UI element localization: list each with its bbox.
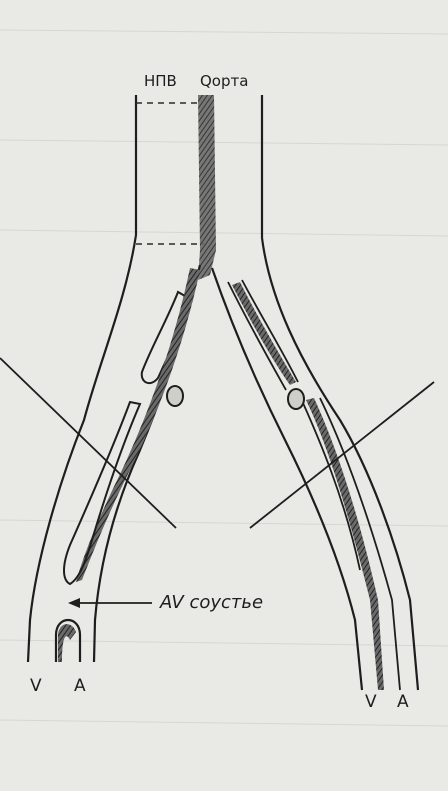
left-artery-shade <box>76 268 200 582</box>
paper-texture <box>0 30 448 726</box>
aorta-shade <box>198 95 216 280</box>
aorta-label: Qорта <box>200 72 248 90</box>
left-vein-label: V <box>30 676 42 696</box>
right-artery-label: A <box>397 692 409 712</box>
left-outer-contour <box>28 235 136 662</box>
av-fistula-arrow <box>68 598 152 608</box>
right-vein-label: V <box>365 692 377 712</box>
left-artery-branch <box>64 402 140 584</box>
pointer-lines <box>0 358 434 528</box>
right-artery-shade <box>232 282 296 385</box>
ivc-label: НПВ <box>144 72 177 90</box>
right-lower-shade <box>306 398 384 690</box>
left-oval-marker <box>167 386 183 406</box>
left-artery-label: A <box>74 676 86 696</box>
ivc-dashed-boundaries <box>136 103 204 244</box>
av-fistula-label: AV соустье <box>160 592 263 613</box>
right-oval-marker <box>288 389 304 409</box>
left-va-shade <box>58 624 76 662</box>
